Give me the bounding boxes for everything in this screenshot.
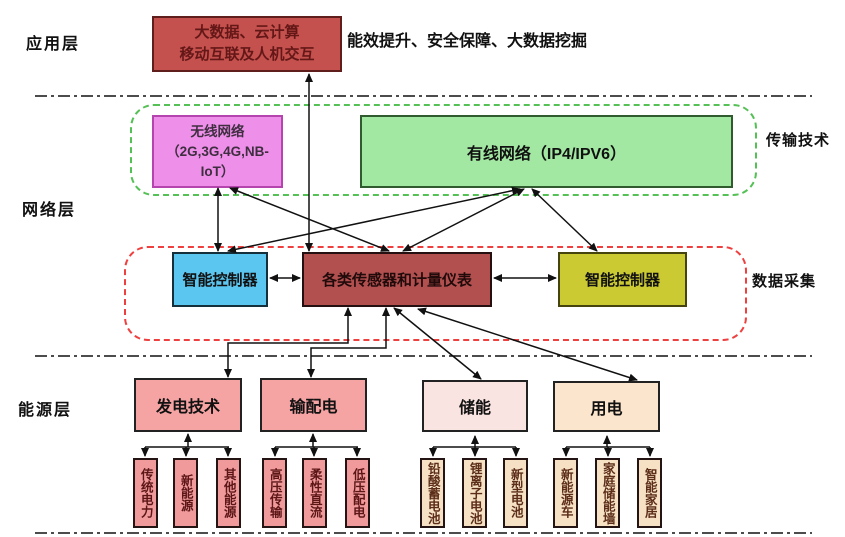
smart-controller-left-box: 智能控制器: [172, 252, 268, 307]
item-hv-transmission: 高压传输: [262, 458, 287, 528]
energy-tree-connectors: [141, 433, 654, 457]
application-main-line2: 移动互联及人机交互: [179, 46, 315, 63]
wireless-network-line2: （2G,3G,4G,NB-IoT）: [166, 143, 269, 179]
item-flexible-dc: 柔性直流: [302, 458, 327, 528]
item-new-energy: 新能源: [173, 458, 198, 528]
application-benefits-text: 能效提升、安全保障、大数据挖掘: [347, 33, 588, 50]
wireless-network-line1: 无线网络: [190, 123, 245, 139]
application-main-line1: 大数据、云计算: [194, 24, 300, 41]
network-layer-label: 网络层: [22, 202, 77, 219]
transmission-distribution-box: 输配电: [260, 378, 367, 432]
item-smart-home: 智能家居: [637, 458, 662, 528]
storage-box: 储能: [422, 380, 528, 432]
item-lithium-battery: 锂离子电池: [462, 458, 487, 528]
application-layer-label: 应用层: [26, 36, 81, 53]
item-new-battery: 新型电池: [503, 458, 528, 528]
item-other-energy: 其他能源: [216, 458, 241, 528]
transmission-group-label: 传输技术: [766, 132, 831, 149]
wireless-network-box: 无线网络 （2G,3G,4G,NB-IoT）: [152, 115, 283, 188]
data-collection-group-label: 数据采集: [752, 273, 817, 290]
application-main-box: 大数据、云计算 移动互联及人机交互: [152, 16, 342, 72]
consumption-box: 用电: [553, 381, 660, 432]
generation-box: 发电技术: [134, 378, 242, 432]
item-new-energy-vehicle: 新能源车: [553, 458, 578, 528]
item-lv-distribution: 低压配电: [345, 458, 370, 528]
sensors-and-meters-box: 各类传感器和计量仪表: [302, 252, 492, 307]
item-lead-acid-battery: 铅酸蓄电池: [420, 458, 445, 528]
item-traditional-power: 传统电力: [133, 458, 158, 528]
item-home-storage-wall: 家庭储能墙: [595, 458, 620, 528]
smart-controller-right-box: 智能控制器: [558, 252, 687, 307]
wired-network-box: 有线网络（IP4/IPV6）: [360, 115, 733, 188]
energy-layer-label: 能源层: [18, 402, 73, 419]
